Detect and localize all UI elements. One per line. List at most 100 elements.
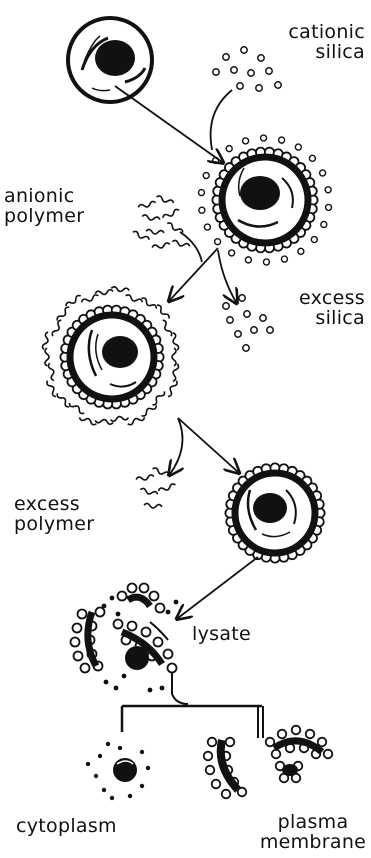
polymer-chain [42, 332, 50, 350]
silica-particle [245, 257, 251, 263]
final-coated-cell [225, 463, 324, 562]
silica-particle [231, 67, 237, 73]
polymer-coated-cell [42, 286, 179, 425]
polymer-chain [156, 195, 174, 205]
silica-particle [279, 137, 285, 143]
shell-bead [206, 766, 215, 775]
silica-particle [223, 303, 229, 309]
silica-particle [263, 259, 269, 265]
polymer-chain [51, 319, 63, 337]
polymer-chain [136, 474, 154, 481]
polymer-chain [81, 294, 99, 304]
cytoplasm-particle [140, 750, 144, 754]
anionic-polymer-label-line-2: polymer [4, 206, 84, 226]
shell-bead [140, 584, 149, 593]
lysate-particle [148, 688, 153, 693]
initial-cell [68, 18, 152, 102]
nucleus [253, 493, 287, 523]
cytoplasm-particle [118, 746, 122, 750]
silica-particle [320, 170, 326, 176]
arrow-polymer-merge [180, 232, 202, 262]
polymer-chain [95, 418, 113, 424]
lysate-particle [160, 686, 165, 691]
shell-bead [212, 780, 221, 789]
plasma-membrane-label-line-1: plasma [258, 812, 368, 832]
polymer-chain [79, 416, 97, 426]
silica-particle [204, 224, 210, 230]
lysate-particle [110, 596, 115, 601]
excess-polymer-label: excess polymer [14, 494, 94, 534]
plasma-membrane-label-line-2: membrane [258, 832, 368, 852]
shell-bead [150, 592, 159, 601]
polymer-chain [140, 297, 157, 311]
polymer-chain [56, 306, 71, 322]
silica-particle [239, 295, 245, 301]
arrow-to-excess-silica [218, 250, 236, 302]
polymer-chain [146, 229, 164, 235]
nucleus [240, 176, 280, 210]
shell-bead [114, 620, 123, 629]
cytoplasm-particle [94, 774, 98, 778]
polymer-chain [125, 294, 143, 304]
shell-bead [168, 664, 177, 673]
shell-bead [128, 622, 137, 631]
polymer-chain [138, 201, 156, 210]
polymer-chain [140, 404, 157, 418]
silica-particle [203, 173, 209, 179]
polymer-chain [151, 390, 166, 406]
silica-particle [275, 82, 281, 88]
shell-bead [96, 608, 105, 617]
cationic-silica-label-line-2: silica [250, 42, 365, 62]
polymer-chain [127, 416, 145, 426]
shell-bead [272, 750, 281, 759]
shell-bead [324, 750, 333, 759]
shell-bead [208, 738, 217, 747]
cytoplasm-particle [128, 794, 132, 798]
silica-particle [248, 70, 254, 76]
polymer-chain [172, 240, 190, 249]
silica-particle [295, 144, 301, 150]
cytoplasm-particle [110, 796, 114, 800]
lysate-particle [102, 604, 107, 609]
polymer-chain [110, 415, 128, 421]
lysate-particle [104, 680, 109, 685]
polymer-chain [144, 503, 162, 509]
cytoplasm-particle [98, 754, 102, 758]
lysate-label: lysate [192, 624, 251, 644]
silica-particle [227, 317, 233, 323]
lysate-fragments [71, 584, 179, 693]
silica-particle [223, 54, 229, 60]
silica-particle [326, 204, 332, 210]
plasma-membrane-label: plasma membrane [258, 812, 368, 852]
excess-silica-label-line-2: silica [250, 308, 365, 328]
polymer-chain [56, 392, 71, 408]
shell-bead [118, 592, 127, 601]
silica-particle [281, 256, 287, 262]
polymer-chain [155, 304, 170, 320]
shell-bead [154, 638, 163, 647]
cytoplasm-label: cytoplasm [16, 816, 117, 836]
polymer-chain [172, 348, 176, 366]
cytoplasm-fraction [86, 742, 150, 800]
shell-bead [81, 664, 90, 673]
cytoplasm-particle [86, 762, 90, 766]
arrow-to-excess-polymer [170, 418, 183, 474]
excess-silica-label-line-1: excess [250, 288, 365, 308]
silica-particle [309, 155, 315, 161]
polymer-chain [152, 467, 170, 477]
silica-particle [229, 250, 235, 256]
shell-bead [74, 652, 83, 661]
shell-bead [222, 790, 231, 799]
arrow-cell-to-coated-cell [115, 86, 222, 162]
excess-polymer-label-line-2: polymer [14, 514, 94, 534]
excess-polymer-label-line-1: excess [14, 494, 94, 514]
polymer-chain [48, 363, 56, 381]
polymer-chain [65, 294, 82, 308]
anionic-polymer-label-line-1: anionic [4, 186, 84, 206]
silica-particle [256, 85, 262, 91]
polymer-chain [142, 214, 160, 221]
arrow-to-final-coated-cell [178, 418, 238, 472]
cytoplasm-particle [140, 784, 144, 788]
excess-silica-label: excess silica [250, 288, 365, 328]
